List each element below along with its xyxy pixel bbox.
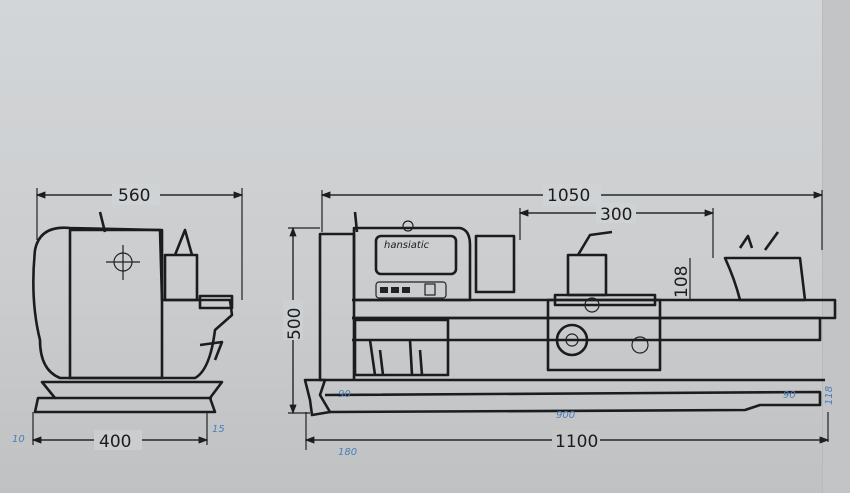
note-right-margin: 15 — [212, 424, 225, 435]
dim-center-height: 108 — [672, 266, 692, 298]
dim-travel: 300 — [600, 205, 632, 225]
brand-label: hansiatic — [384, 240, 430, 251]
note-foot-left: 90 — [338, 389, 351, 400]
note-foot-offset: 180 — [338, 447, 357, 458]
note-foot-right: 90 — [783, 390, 796, 401]
dim-height: 500 — [285, 308, 305, 340]
note-left-margin: 10 — [12, 434, 25, 445]
side-view: 560 400 10 15 — [12, 183, 244, 452]
note-bed-span: 900 — [556, 410, 575, 421]
dim-front-length: 1050 — [547, 186, 590, 206]
dim-side-width: 560 — [118, 186, 150, 206]
dim-front-base: 1100 — [555, 432, 598, 452]
front-view: hansiatic 1050 300 500 — [283, 184, 837, 458]
dim-side-base: 400 — [99, 432, 131, 452]
note-right-edge: 118 — [824, 386, 835, 405]
